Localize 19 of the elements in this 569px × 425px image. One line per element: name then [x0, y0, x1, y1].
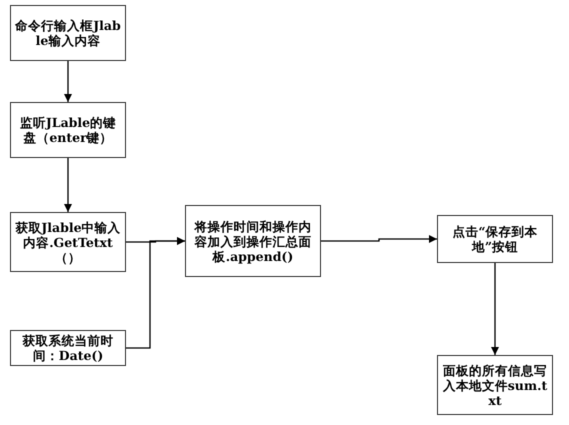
arrow	[126, 237, 185, 349]
arrow	[64, 61, 72, 102]
arrow	[321, 235, 437, 243]
process-box	[10, 5, 126, 61]
process-box	[10, 212, 126, 272]
process-box	[437, 355, 553, 415]
arrow	[64, 158, 72, 212]
box-text: 获取Jlable中输入内容.GetTetxt（）	[14, 220, 122, 264]
box-text: 获取系统当前时间：Date()	[22, 333, 114, 363]
arrow	[491, 263, 499, 355]
process-box	[10, 330, 126, 366]
box-text: 面板的所有信息写入本地文件sum.txt	[442, 362, 548, 408]
process-box	[10, 102, 126, 158]
box-text: 将操作时间和操作内容加入到操作汇总面板.append()	[193, 218, 312, 264]
process-box	[185, 205, 321, 277]
process-box	[437, 215, 553, 263]
box-text: 监听JLable的键盘（enter键）	[18, 115, 118, 145]
box-text: 命令行输入框Jlable输入内容	[14, 18, 122, 48]
box-text: 点击“保存到本地”按钮	[451, 224, 539, 254]
